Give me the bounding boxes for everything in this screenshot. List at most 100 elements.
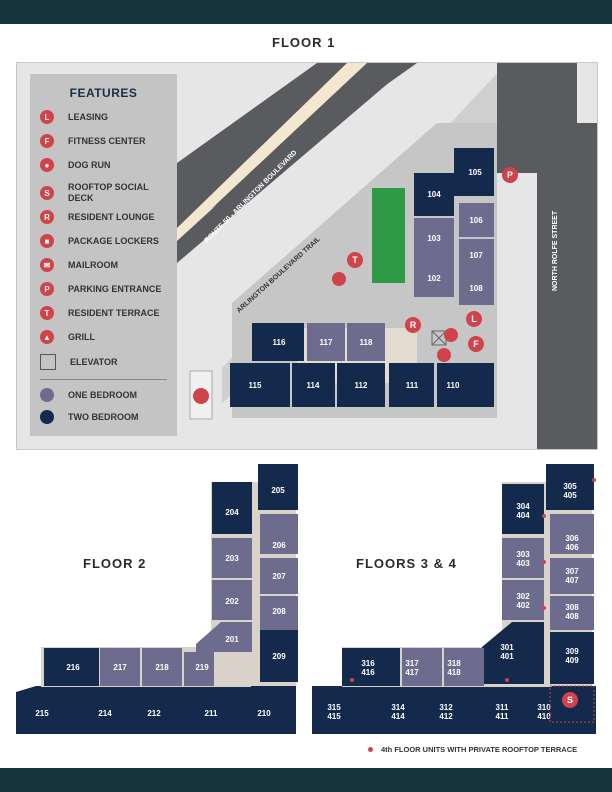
unit-label: 207 (272, 572, 286, 581)
dog-run-icon (193, 388, 209, 404)
grill-icon: ▲ (40, 330, 54, 344)
unit-label: 202 (225, 597, 239, 606)
unit-label: 204 (225, 508, 239, 517)
unit-label: 201 (225, 635, 239, 644)
floor2-title: FLOOR 2 (83, 556, 147, 571)
unit-label: 117 (320, 338, 333, 347)
unit-label: 107 (469, 251, 483, 260)
legend-item-elevator: ELEVATOR (40, 354, 165, 370)
floor1-site-map: 105 104 106 103 107 102 108 116 117 118 … (16, 62, 598, 450)
legend-item-one-bedroom: ONE BEDROOM (40, 388, 163, 402)
unit-label: 118 (360, 338, 373, 347)
unit-label: 111 (406, 381, 419, 390)
unit-label: 212 (147, 709, 161, 718)
mailroom-icon (437, 348, 451, 362)
unit-label: 218 (155, 663, 169, 672)
rooftop-terrace-footnote: 4th FLOOR UNITS WITH PRIVATE ROOFTOP TER… (368, 745, 577, 754)
unit-label: 116 (273, 338, 286, 347)
rooftop-icon: S (40, 186, 54, 200)
fitness-icon: F (473, 339, 479, 349)
unit-label: 208 (272, 607, 286, 616)
legend-item-dog-run: ●DOG RUN (40, 158, 163, 172)
unit-label: 115 (249, 381, 262, 390)
unit-label: 216 (66, 663, 80, 672)
grill-icon (332, 272, 346, 286)
leasing-icon: L (471, 314, 477, 324)
unit-label: 206 (272, 541, 286, 550)
unit-label: 205 (271, 486, 285, 495)
lounge-icon: R (40, 210, 54, 224)
one-bedroom-swatch (40, 388, 54, 402)
unit-label: 106 (469, 216, 483, 225)
lounge-icon: R (410, 320, 417, 330)
parking-icon: P (40, 282, 54, 296)
red-dot-icon (368, 747, 373, 752)
legend-item-grill: ▲GRILL (40, 330, 163, 344)
rooftop-deck-icon: S (567, 695, 573, 705)
dog-icon: ● (40, 158, 54, 172)
unit-label: 104 (427, 190, 441, 199)
terrace-icon: T (352, 255, 358, 265)
legend-item-lockers: ■PACKAGE LOCKERS (40, 234, 163, 248)
legend-divider (40, 379, 167, 380)
unit-label: 215 (35, 709, 49, 718)
unit-label: 203 (225, 554, 239, 563)
mail-icon: ✉ (40, 258, 54, 272)
unit-label: 110 (447, 381, 460, 390)
unit-label: 112 (355, 381, 368, 390)
parking-entrance-icon: P (507, 170, 513, 180)
unit-label: 219 (195, 663, 209, 672)
terrace-icon: T (40, 306, 54, 320)
unit-label: 114 (307, 381, 320, 390)
unit-label: 102 (427, 274, 441, 283)
package-lockers-icon (444, 328, 458, 342)
leasing-icon: L (40, 110, 54, 124)
legend-item-two-bedroom: TWO BEDROOM (40, 410, 163, 424)
two-bedroom-swatch (40, 410, 54, 424)
floor1-title: FLOOR 1 (272, 35, 336, 50)
floor2-plan: 205 204 206 203 207 202 208 201 209 216 … (16, 464, 298, 734)
site-map-svg: 105 104 106 103 107 102 108 116 117 118 … (177, 63, 597, 449)
unit-label: 209 (272, 652, 286, 661)
floor1-units: 105 104 106 103 107 102 108 116 117 118 … (230, 148, 494, 407)
bottom-band (0, 768, 612, 792)
elevator-icon (40, 354, 56, 370)
feature-markers: P T R L F (189, 167, 518, 420)
unit-label: 214 (98, 709, 112, 718)
fitness-icon: F (40, 134, 54, 148)
dog-run-lawn (372, 188, 405, 283)
unit-label: 217 (113, 663, 127, 672)
legend-title: FEATURES (69, 86, 138, 100)
floor34-title: FLOORS 3 & 4 (356, 556, 457, 571)
lock-icon: ■ (40, 234, 54, 248)
unit-label: 105 (468, 168, 482, 177)
top-band (0, 0, 612, 24)
rolfe-label: NORTH ROLFE STREET (552, 210, 559, 291)
unit-label: 103 (427, 234, 441, 243)
